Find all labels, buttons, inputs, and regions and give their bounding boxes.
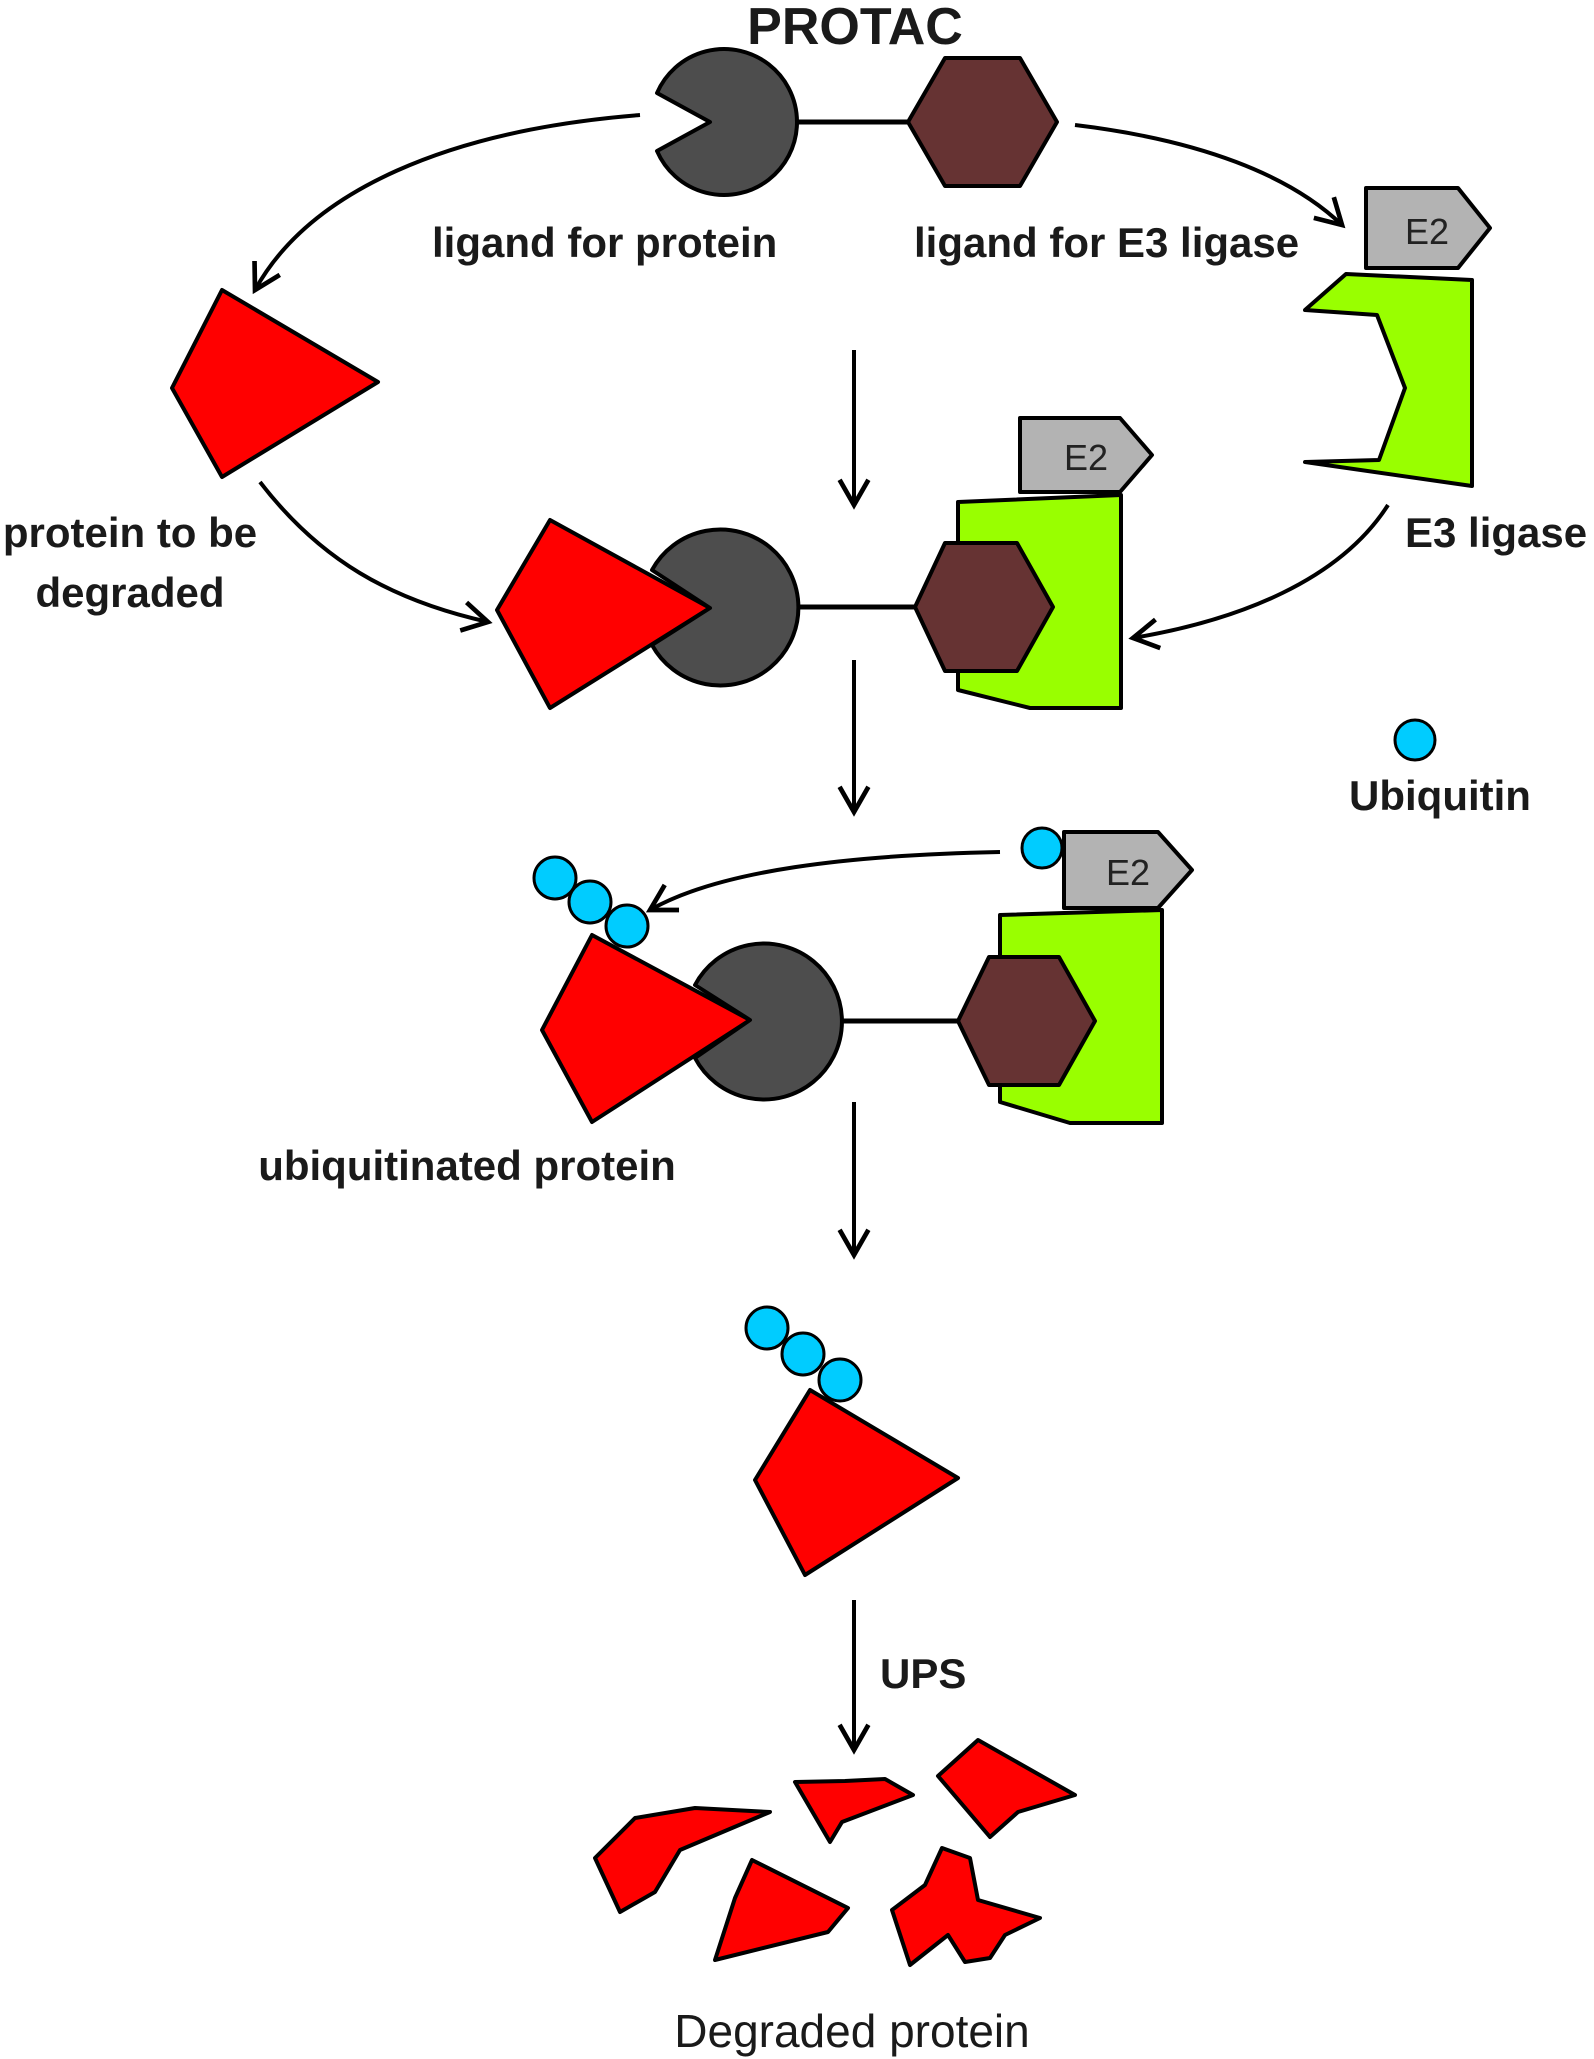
ubq-ligand-e3-shape — [956, 955, 1097, 1087]
ternary-complex: E2 — [495, 416, 1154, 710]
fragment-3 — [936, 1738, 1077, 1839]
arrow-protein-to-complex — [258, 480, 493, 633]
ubq-chain-2 — [567, 879, 613, 925]
arrow-to-e3 — [1074, 123, 1346, 229]
ubq-chain-3 — [604, 903, 650, 949]
released-ubq-3 — [817, 1357, 863, 1403]
protac-title: PROTAC — [747, 0, 963, 56]
ubiquitin-legend-icon — [1393, 718, 1437, 762]
released-protein-shape — [753, 1388, 960, 1577]
fragment-1 — [593, 1806, 772, 1914]
e3-ligase-top-shape — [1303, 272, 1474, 488]
released-ubiquitinated-protein — [744, 1305, 960, 1577]
ubq-protein-shape — [540, 933, 752, 1124]
complex-ligand-e3-shape — [913, 541, 1055, 673]
ubq-ligand-protein-shape — [693, 941, 844, 1102]
arrow-e3-to-complex — [1128, 503, 1390, 651]
e3-ligase-top: E2 — [1303, 186, 1492, 488]
released-ubq-1 — [744, 1305, 790, 1351]
e2-top-label: E2 — [1405, 211, 1449, 252]
ubq-chain-1 — [532, 855, 578, 901]
fragment-4 — [713, 1858, 850, 1962]
fragment-2 — [793, 1777, 915, 1844]
ubiquitinated-protein-label: ubiquitinated protein — [258, 1142, 676, 1189]
ubq-ubiquitin-on-e2 — [1020, 826, 1064, 870]
complex-ligand-protein-shape — [650, 527, 801, 688]
e3-ligase-label: E3 ligase — [1405, 509, 1587, 556]
ubq-e2-label: E2 — [1106, 852, 1150, 893]
complex-protein-shape — [495, 518, 712, 710]
complex-e2-shape — [1018, 416, 1154, 494]
protein-to-be-degraded-label-1: protein to be — [3, 509, 257, 556]
ubiquitin-label: Ubiquitin — [1349, 772, 1531, 819]
ligand-for-e3-shape — [906, 56, 1059, 188]
protac-molecule — [655, 47, 1059, 197]
degraded-protein-label: Degraded protein — [674, 2005, 1029, 2057]
degraded-fragments — [593, 1738, 1077, 1967]
ups-label: UPS — [880, 1650, 966, 1697]
fragment-5 — [890, 1846, 1042, 1967]
protein-to-be-degraded-shape — [170, 288, 380, 479]
ubq-e2-shape — [1062, 830, 1194, 910]
released-ubq-2 — [780, 1331, 826, 1377]
ligand-for-e3-label: ligand for E3 ligase — [914, 219, 1299, 266]
ligand-for-protein-label: ligand for protein — [432, 219, 777, 266]
e2-top-shape — [1364, 186, 1492, 270]
ubiquitination-complex: E2 — [532, 826, 1194, 1125]
ligand-for-protein-shape — [655, 47, 799, 197]
arrow-to-protein — [252, 113, 641, 295]
protein-to-be-degraded-label-2: degraded — [35, 569, 224, 616]
complex-e2-label: E2 — [1064, 437, 1108, 478]
arrow-ubiquitin-transfer — [645, 850, 1001, 913]
